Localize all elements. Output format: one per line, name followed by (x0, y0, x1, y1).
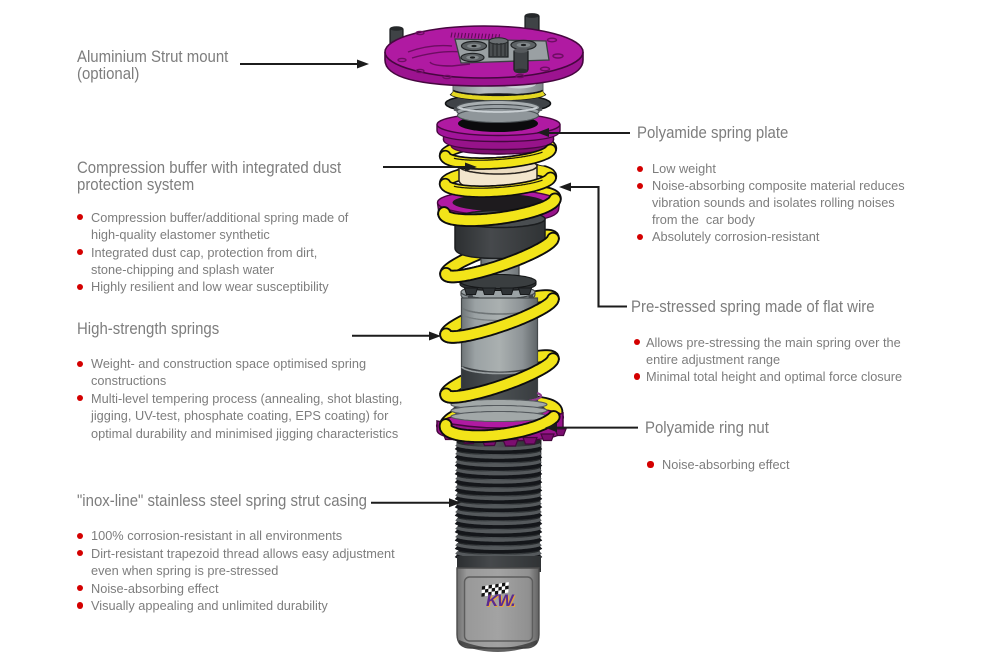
svg-text:KW.: KW. (487, 592, 516, 611)
svg-text:KW.: KW. (486, 591, 515, 610)
